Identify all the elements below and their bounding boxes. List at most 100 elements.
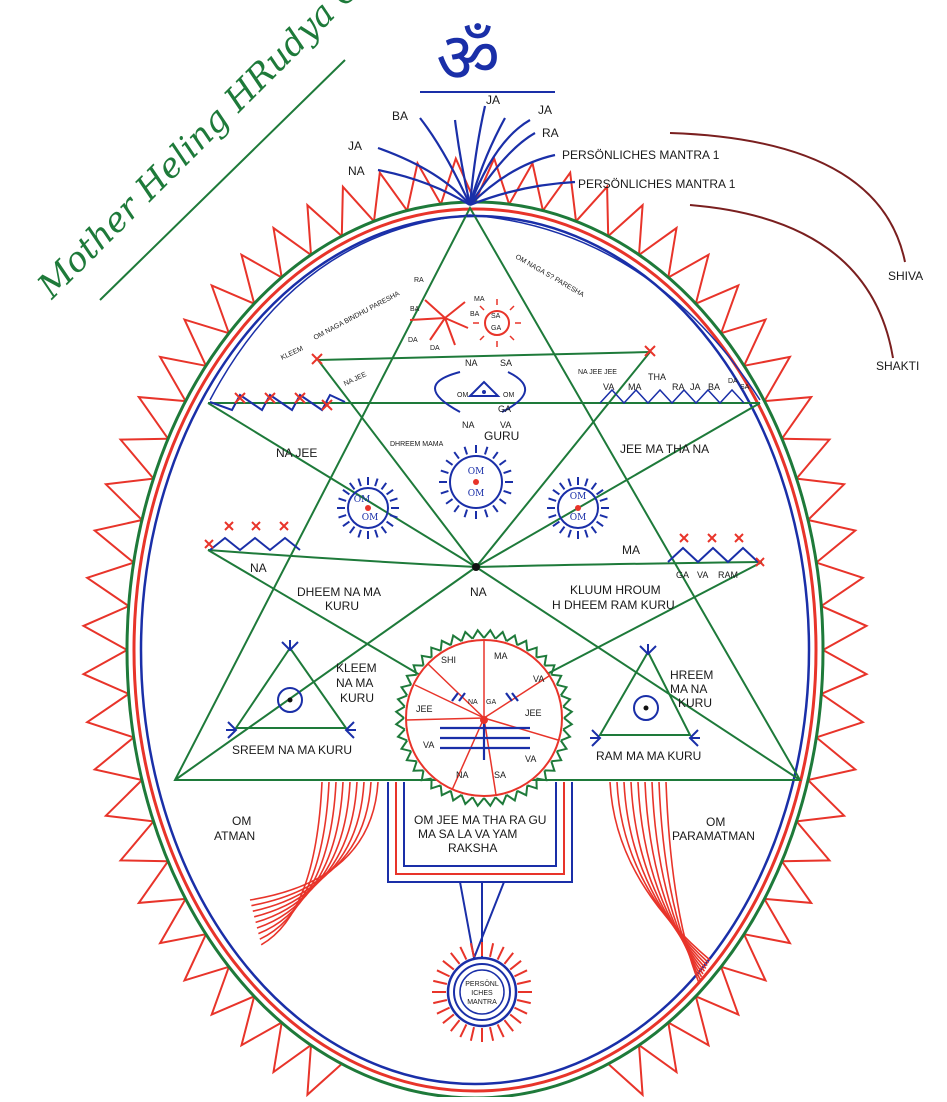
seal-ray (510, 961, 521, 970)
peak-sa: SA (740, 384, 750, 391)
page-title: Mother Heling HRudya Chakra (29, 0, 439, 307)
petal-spike (821, 650, 866, 694)
wheel-label-ga: GA (498, 404, 511, 414)
sun-ray (358, 479, 360, 487)
lower-peak-ga: GA (676, 570, 689, 580)
seal-ray (510, 1014, 521, 1023)
bottom-right-2: PARAMATMAN (672, 829, 755, 843)
sun-ray (390, 498, 398, 500)
sun-ray (568, 530, 570, 538)
seal-ray (504, 953, 513, 964)
petal-spike (84, 650, 129, 694)
sun-ray (454, 505, 459, 511)
right-tri-label-1: HREEM (670, 668, 713, 682)
shakti-label: SHAKTI (876, 359, 919, 373)
ray-label-left-1: BA (392, 109, 408, 123)
petal-spike (816, 563, 863, 607)
sun-ray (441, 491, 449, 493)
bottom-center-3: RAKSHA (448, 841, 497, 855)
center-wheel-dot (480, 716, 488, 724)
bottom-center-1: OM JEE MA THA RA GU (414, 813, 546, 827)
seal-ray (460, 1024, 466, 1037)
band-center-label: GURU (484, 429, 519, 443)
red-arc (659, 782, 700, 980)
sun-right-om1: OM (570, 492, 587, 502)
sun-ray (499, 499, 505, 504)
peaks-left-lower (210, 538, 300, 550)
sun-ray (387, 490, 393, 495)
wheel-label-sa: SA (500, 358, 512, 368)
petal-spike (816, 694, 863, 738)
seal-ray (437, 970, 450, 976)
ray-label-left-3: NA (348, 164, 365, 178)
sun-ray (446, 460, 452, 465)
sun-ray (504, 471, 512, 473)
peak-ma: MA (628, 382, 642, 392)
sun-ray (485, 447, 487, 455)
seal-ray (433, 981, 447, 984)
sun-ray (382, 483, 387, 489)
sun-ray (549, 515, 557, 517)
right-tri-label-2: MA NA (670, 682, 707, 696)
sun-left-om1: OM (354, 495, 371, 505)
ray-label-right-5: PERSÖNLICHES MANTRA 1 (578, 177, 736, 191)
seal-ray (498, 1024, 504, 1037)
ray-label-right-1: JA (486, 93, 500, 107)
sun-ray (339, 515, 347, 517)
seal-ray (517, 981, 531, 984)
sun-ray (504, 491, 512, 493)
kleem-top-label: KLEEM (280, 345, 305, 361)
right-tri-base: RAM MA MA KURU (596, 749, 701, 763)
red-arcs-right (610, 782, 710, 982)
burst-label-ma: MA (474, 296, 485, 303)
sun-ray (454, 452, 459, 458)
petal-spike (87, 563, 134, 607)
bottom-box (388, 782, 572, 958)
wheel-label-om-right: OM (503, 392, 514, 399)
lower-right-1: KLUUM HROUM (570, 583, 661, 597)
wheel-seg-jee-left: JEE (416, 704, 433, 714)
lower-left-1: DHEEM NA MA (297, 585, 381, 599)
sun-ray (560, 527, 565, 533)
band-left-label: NA JEE (276, 446, 317, 460)
lower-center: NA (470, 585, 487, 599)
wheel-inner-na: NA (468, 699, 478, 706)
sun-center-dot (365, 505, 371, 511)
arc-label-left: OM NAGA BINDHU PARESHA (313, 290, 402, 342)
seal-ray (514, 970, 527, 976)
sun-ray (585, 479, 587, 487)
arc-label-right: OM NAGA S? PARESHA (514, 254, 585, 299)
sun-ray (390, 515, 398, 517)
seal-ray (443, 961, 454, 970)
peak-ba: BA (708, 382, 720, 392)
sun-center-dot (473, 479, 479, 485)
red-arc (261, 782, 322, 945)
bottom-left-2: ATMAN (214, 829, 255, 843)
sun-right-om2: OM (570, 513, 587, 523)
lower-left-small: NA (250, 561, 267, 575)
right-eye-dot (644, 706, 649, 711)
peaks-right-lower (668, 548, 758, 562)
sun-ray (343, 490, 349, 495)
sun-ray (600, 515, 608, 517)
red-arc (258, 782, 336, 934)
seal-ray (504, 1020, 513, 1031)
band-left-small: DHREEM MAMA (390, 441, 444, 448)
burst-label-sa: SA (491, 313, 501, 320)
wheel-label-om-left: OM (457, 392, 468, 399)
peak-ja: JA (690, 382, 701, 392)
sun-ray (597, 522, 603, 527)
peak-tha: THA (648, 372, 666, 382)
sun-ray (441, 471, 449, 473)
sun-ray (585, 530, 587, 538)
peak-da: DA (728, 378, 738, 385)
seal-label-3: MANTRA (467, 999, 497, 1006)
ray-label-right-4: PERSÖNLICHES MANTRA 1 (562, 148, 720, 162)
sun-ray (350, 483, 355, 489)
seal-label-2: ICHES (471, 990, 493, 997)
bottom-left-1: OM (232, 814, 251, 828)
sun-ray (600, 498, 608, 500)
ray-label-left-2: JA (348, 139, 362, 153)
burst-label-ba: BA (410, 306, 420, 313)
